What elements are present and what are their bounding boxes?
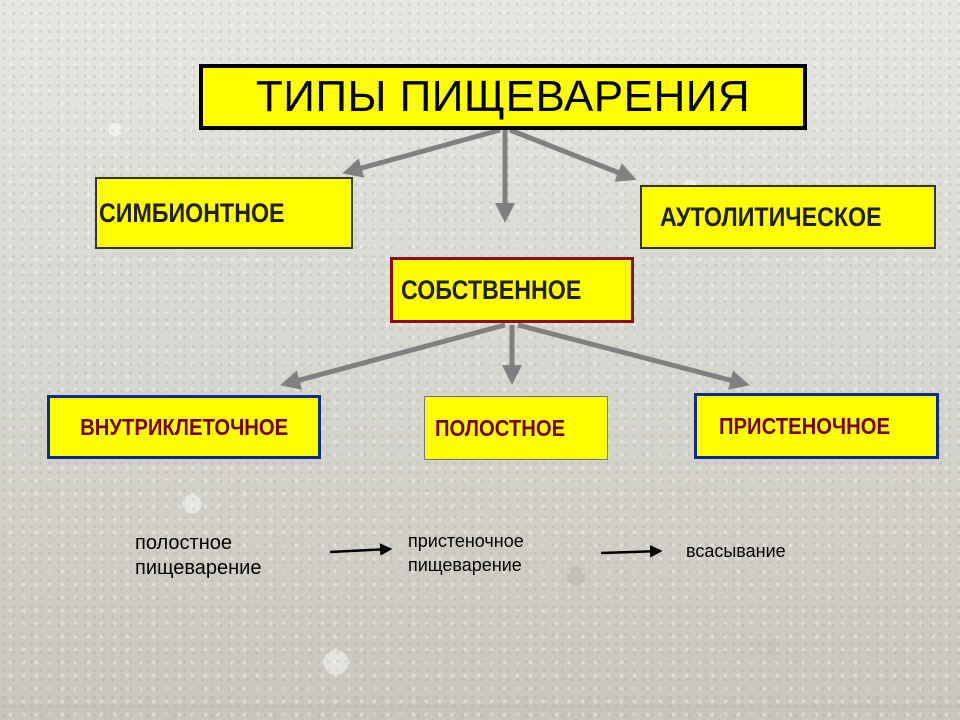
subtype-cavity-box: ПОЛОСТНОЕ [424,396,608,460]
sequence-step-parietal: пристеночное пищеварение [408,529,524,577]
arrow-cavity-to-parietal [329,543,393,556]
type-autolytic-box: АУТОЛИТИЧЕСКОЕ [640,185,936,249]
type-symbiotic-label: СИМБИОНТНОЕ [99,197,285,228]
subtype-cavity-label: ПОЛОСТНОЕ [435,414,566,441]
sequence-step-absorption: всасывание [686,539,786,564]
diagram-title: ТИПЫ ПИЩЕВАРЕНИЯ [199,64,807,130]
subtype-parietal-label: ПРИСТЕНОЧНОЕ [719,412,891,439]
sequence-step-parietal-line1: пристеночное [408,531,524,551]
subtype-intracellular-box: ВНУТРИКЛЕТОЧНОЕ [47,395,321,459]
arrow-own-to-parietal [517,322,750,390]
arrow-title-to-autolytic [509,127,637,182]
arrow-own-to-intracellular [280,322,506,390]
sequence-step-cavity: полостное пищеварение [135,531,261,581]
arrow-title-to-symbiotic [342,127,501,178]
sequence-step-parietal-line2: пищеварение [408,555,522,575]
sequence-step-absorption-line1: всасывание [686,541,786,561]
subtype-intracellular-label: ВНУТРИКЛЕТОЧНОЕ [80,413,288,440]
arrow-parietal-to-absorption [600,545,663,558]
type-autolytic-label: АУТОЛИТИЧЕСКОЕ [660,201,882,232]
sequence-step-cavity-line1: полостное [135,532,232,554]
subtype-parietal-box: ПРИСТЕНОЧНОЕ [694,393,939,459]
type-symbiotic-box: СИМБИОНТНОЕ [95,177,353,249]
type-own-box: СОБСТВЕННОЕ [390,257,634,323]
sequence-step-cavity-line2: пищеварение [135,557,262,579]
type-own-label: СОБСТВЕННОЕ [401,274,582,305]
